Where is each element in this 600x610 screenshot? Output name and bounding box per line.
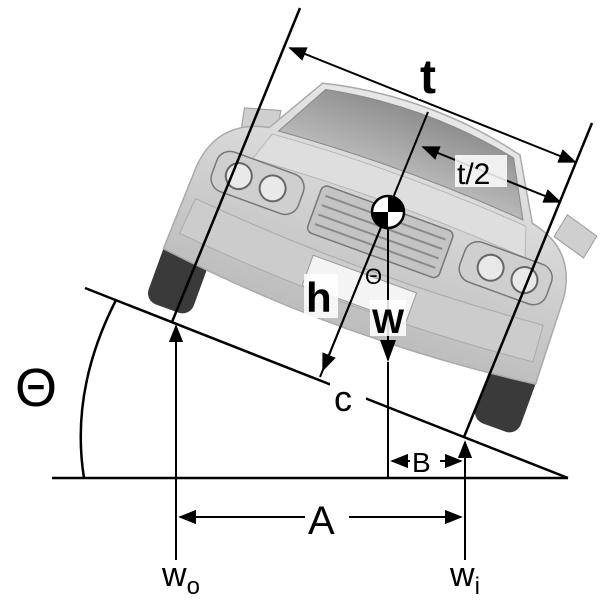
center-of-gravity-icon [370,194,406,230]
label-w-inner-subscript: i [475,573,480,600]
h-dimension [322,226,382,372]
tilt-plane [84,286,569,480]
weight-arrowhead [380,340,396,362]
label-a: A [308,499,335,543]
label-w-inner: wi [449,556,480,600]
inner-track-line [462,122,594,438]
t-dimension [288,47,577,163]
label-w-outer-subscript: o [187,573,200,600]
car-illustration [147,82,598,433]
label-c: c [334,378,352,419]
label-w-outer: wo [161,556,200,600]
label-b: B [412,447,431,478]
right-mirror [553,214,598,259]
outer-track-line [170,7,302,323]
label-t: t [420,51,436,104]
angle-arc [79,299,118,479]
label-t-half: t/2 [457,158,490,191]
label-h: h [306,274,332,321]
label-theta-small: Θ [365,264,382,289]
label-w: W [372,303,405,341]
label-theta-large: Θ [15,358,57,418]
